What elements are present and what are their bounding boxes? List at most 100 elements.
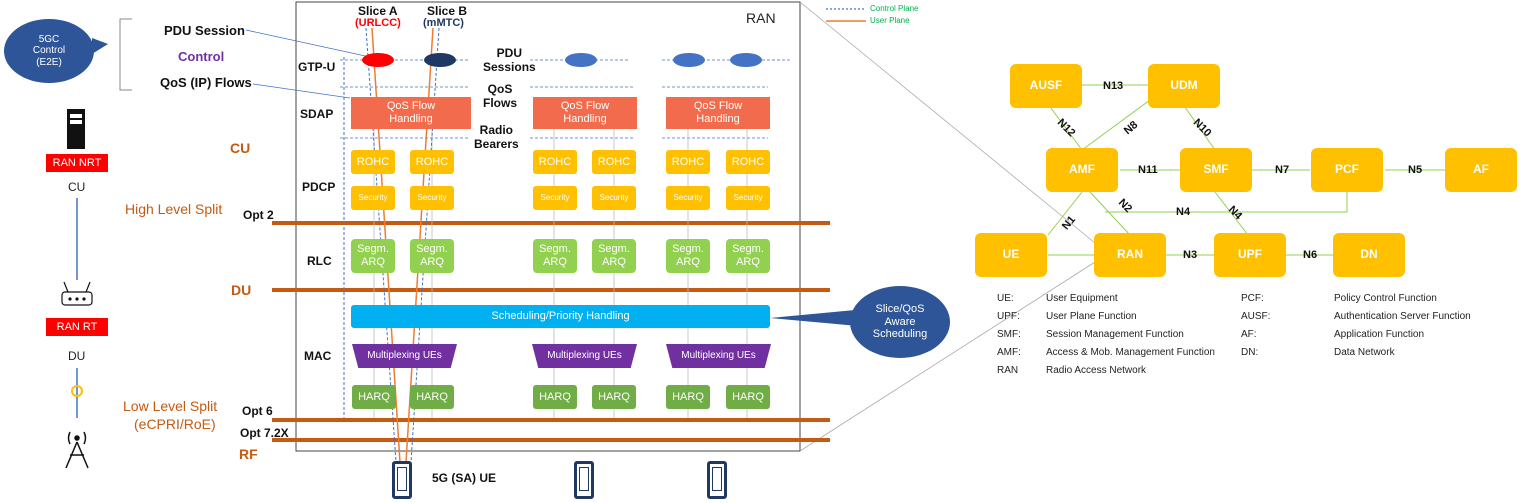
legend-abbr: RAN: [997, 365, 1019, 376]
ran-frame: [295, 1, 801, 452]
bar-opt6: [272, 418, 830, 422]
zoom-line-bottom: [799, 261, 1096, 452]
cu-label: CU: [68, 180, 86, 194]
if-n6: N6: [1303, 249, 1318, 261]
if-n13: N13: [1103, 80, 1124, 92]
pdcp-label: PDCP: [302, 180, 336, 194]
harq-3: HARQ: [533, 385, 577, 409]
harq-1: HARQ: [352, 385, 396, 409]
security-6: Security: [726, 186, 770, 210]
rohc-1: ROHC: [351, 150, 395, 174]
ue-phone-icon-1: [392, 461, 412, 499]
pdu-session-label: PDU Session: [164, 23, 245, 38]
cell-tower-icon: [65, 431, 89, 469]
legend-full: Policy Control Function: [1334, 293, 1437, 304]
legend-full: Data Network: [1334, 347, 1395, 358]
control-label: Control: [178, 49, 225, 64]
pdu-session-slice-a: [362, 53, 394, 67]
nf-ausf: AUSF: [1010, 64, 1082, 108]
cu-layer-label: CU: [230, 140, 251, 156]
5gc-control-bubble: 5GC Control (E2E): [4, 19, 94, 83]
nf-amf: AMF: [1046, 148, 1118, 192]
legend-abbr: DN:: [1241, 347, 1259, 358]
if-n5: N5: [1408, 164, 1423, 176]
legend-user-plane: User Plane: [870, 16, 910, 25]
ue-label: 5G (SA) UE: [432, 471, 497, 485]
rohc-3: ROHC: [533, 150, 577, 174]
du-layer-label: DU: [231, 282, 252, 298]
bar-du: [272, 288, 830, 292]
control-bracket: [119, 18, 132, 91]
low-level-split-label: Low Level Split: [123, 398, 218, 414]
segm-arq-2: Segm. ARQ: [410, 239, 454, 273]
pdu-session-4: [730, 53, 762, 67]
5gc-bubble-pointer: [92, 38, 108, 54]
ue-phone-icon-2: [574, 461, 594, 499]
security-2: Security: [410, 186, 454, 210]
legend-abbr: AMF:: [997, 347, 1021, 358]
harq-6: HARQ: [726, 385, 770, 409]
server-icon: [67, 109, 85, 149]
opt2-label: Opt 2: [243, 208, 274, 222]
high-level-split-label: High Level Split: [125, 201, 223, 217]
if-n11: N11: [1138, 164, 1158, 176]
legend-abbr: AF:: [1241, 329, 1257, 340]
multiplexing-ues-3: Multiplexing UEs: [666, 344, 771, 368]
ran-title: RAN: [746, 10, 776, 26]
legend-full: Radio Access Network: [1046, 365, 1147, 376]
rohc-4: ROHC: [592, 150, 636, 174]
multiplexing-ues-2: Multiplexing UEs: [532, 344, 637, 368]
security-3: Security: [533, 186, 577, 210]
slice-b-sub: (mMTC): [423, 17, 464, 29]
rohc-5: ROHC: [666, 150, 710, 174]
zoom-line-top: [799, 1, 1096, 244]
rohc-2: ROHC: [410, 150, 454, 174]
pdu-sessions-label: PDU Sessions: [483, 46, 536, 74]
bar-opt72x: [272, 438, 830, 442]
slice-b-label: Slice B: [427, 4, 468, 18]
nf-af: AF: [1445, 148, 1517, 192]
gtpu-label: GTP-U: [298, 60, 336, 74]
security-1: Security: [351, 186, 395, 210]
opt72x-label: Opt 7.2X: [240, 426, 289, 440]
segm-arq-4: Segm. ARQ: [592, 239, 636, 273]
ecpri-roe-label: (eCPRI/RoE): [134, 416, 216, 432]
pdu-session-3: [673, 53, 705, 67]
scheduling-priority-handling: Scheduling/Priority Handling: [351, 305, 770, 328]
router-icon: [61, 281, 93, 306]
segm-arq-3: Segm. ARQ: [533, 239, 577, 273]
if-n4-a: N4: [1176, 206, 1191, 218]
legend-full: User Plane Function: [1046, 311, 1137, 322]
segm-arq-6: Segm. ARQ: [726, 239, 770, 273]
mac-label: MAC: [304, 349, 332, 363]
nf-udm: UDM: [1148, 64, 1220, 108]
slice-a-sub: (URLCC): [355, 17, 401, 29]
pdu-arrow: [245, 29, 371, 58]
du-label: DU: [68, 349, 86, 363]
qos-flow-handling-3: QoS Flow Handling: [666, 97, 770, 129]
qos-ip-flows-label: QoS (IP) Flows: [160, 75, 252, 90]
rlc-label: RLC: [307, 254, 332, 268]
nf-upf: UPF: [1214, 233, 1286, 277]
nf-ran: RAN: [1094, 233, 1166, 277]
security-5: Security: [666, 186, 710, 210]
ue-phone-icon-3: [707, 461, 727, 499]
legend-full: User Equipment: [1046, 293, 1118, 304]
legend-control-plane: Control Plane: [870, 4, 919, 13]
rohc-6: ROHC: [726, 150, 770, 174]
sched-bubble-pointer: [770, 310, 858, 326]
legend-full: Session Management Function: [1046, 329, 1184, 340]
qos-flow-handling-2: QoS Flow Handling: [533, 97, 637, 129]
qos-flow-handling-1: QoS Flow Handling: [351, 97, 471, 129]
nf-ue: UE: [975, 233, 1047, 277]
ran-rt-badge: RAN RT: [46, 318, 108, 336]
bar-opt2: [272, 221, 830, 225]
legend-abbr: UE:: [997, 293, 1014, 304]
segm-arq-1: Segm. ARQ: [351, 239, 395, 273]
harq-5: HARQ: [666, 385, 710, 409]
legend-abbr: AUSF:: [1241, 311, 1271, 322]
pdu-session-slice-b: [424, 53, 456, 67]
segm-arq-5: Segm. ARQ: [666, 239, 710, 273]
harq-2: HARQ: [410, 385, 454, 409]
rf-layer-label: RF: [239, 446, 258, 462]
